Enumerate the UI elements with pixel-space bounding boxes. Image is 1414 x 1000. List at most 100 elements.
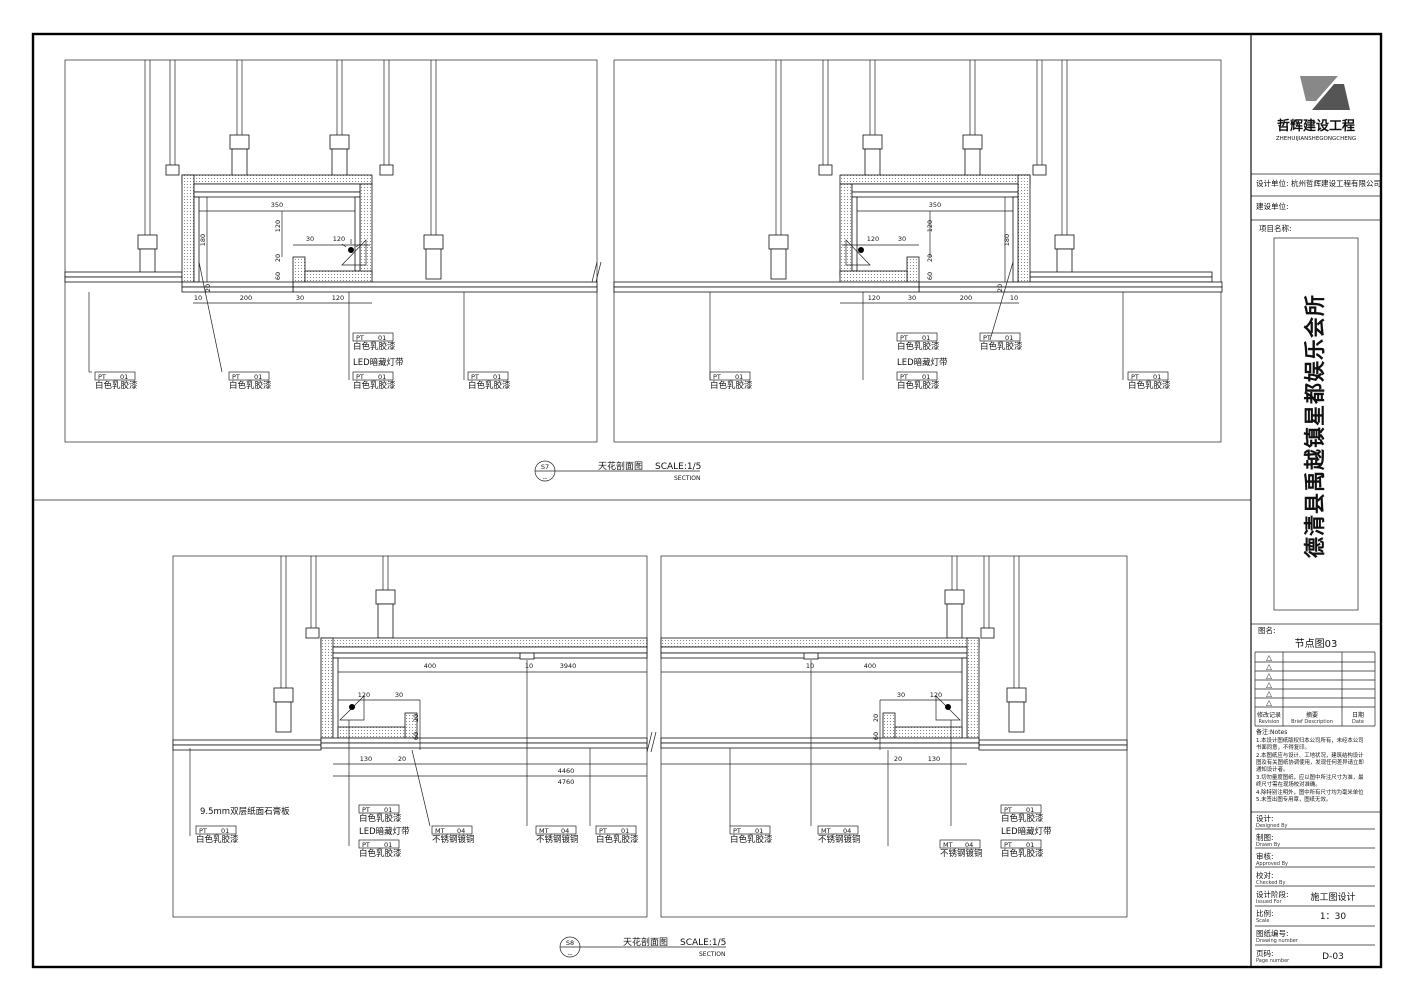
checked-by-label: 校对: (1256, 870, 1274, 880)
checked-by-label-en: Checked By (1256, 880, 1285, 886)
svg-text:白色乳胶漆: 白色乳胶漆 (229, 380, 272, 391)
revision-triangle: △ (1266, 653, 1272, 662)
drawing-number-label: 图纸编号: (1256, 928, 1289, 938)
svg-text:白色乳胶漆: 白色乳胶漆 (897, 341, 940, 352)
svg-text:PT: PT (1004, 806, 1012, 814)
svg-text:白色乳胶漆: 白色乳胶漆 (730, 834, 773, 845)
svg-text:白色乳胶漆: 白色乳胶漆 (980, 341, 1023, 352)
s8-right-detail: 400 10 120 30 20 60 130 20 (660, 555, 1128, 918)
notes-title: 备注:Notes (1256, 728, 1287, 736)
led-label: LED暗藏灯带 (359, 826, 410, 837)
svg-text:不锈钢镀铜: 不锈钢镀铜 (432, 834, 475, 845)
revision-triangle: △ (1266, 662, 1272, 671)
svg-text:04: 04 (965, 841, 973, 849)
s7-left-detail: 350 180 120 30 120 20 60 10 200 30 120 2… (64, 59, 598, 443)
svg-text:白色乳胶漆: 白色乳胶漆 (359, 813, 402, 824)
dim-120-r: 120 (930, 691, 942, 699)
dim-10-r: 10 (1010, 294, 1018, 302)
dim-30-r: 30 (897, 691, 905, 699)
dim-120-v: 120 (274, 220, 282, 232)
dim-350: 350 (271, 201, 283, 209)
dim-20-b: 20 (204, 284, 212, 292)
notes: 备注:Notes 1.本设计图纸版权归本公司所有，未经本公司 书面同意，不得复印… (1256, 728, 1364, 803)
issued-for-label-en: Issued For (1256, 899, 1282, 905)
svg-text:01: 01 (254, 373, 262, 381)
svg-text:白色乳胶漆: 白色乳胶漆 (468, 380, 511, 391)
scale-label-en: Scale (1256, 918, 1269, 924)
scale-value: 1：30 (1320, 912, 1346, 922)
svg-text:白色乳胶漆: 白色乳胶漆 (1001, 848, 1044, 859)
svg-text:01: 01 (1005, 334, 1013, 342)
svg-text:01: 01 (384, 806, 392, 814)
dim-30-b-r: 30 (908, 294, 916, 302)
svg-text:01: 01 (1026, 841, 1034, 849)
page-number-label-en: Page number (1256, 958, 1290, 964)
svg-text:PT: PT (232, 373, 240, 381)
svg-text:不锈钢镀铜: 不锈钢镀铜 (940, 848, 983, 859)
svg-text:PT: PT (713, 373, 721, 381)
note-line: 终尺寸需在现场校对准确。 (1256, 780, 1321, 788)
drawn-by-label-en: Drawn By (1256, 842, 1280, 848)
svg-text:01: 01 (1153, 373, 1161, 381)
svg-text:PT: PT (1131, 373, 1139, 381)
dim-4460: 4460 (558, 767, 575, 775)
drawing-number-label-en: Drawing number (1256, 938, 1299, 944)
svg-text:白色乳胶漆: 白色乳胶漆 (1128, 380, 1171, 391)
dim-20: 20 (274, 254, 282, 262)
dim-180: 180 (199, 234, 207, 246)
dim-60: 60 (274, 272, 282, 280)
break-symbol (591, 261, 602, 283)
dim-130-r: 130 (928, 755, 940, 763)
svg-text:MT: MT (539, 827, 549, 835)
dim-120: 120 (358, 691, 370, 699)
note-line: 图及有关图纸协调使用，发现任何差异请立即 (1256, 758, 1364, 766)
dim-60: 60 (412, 732, 420, 740)
dim-120-v-r: 120 (926, 220, 934, 232)
section-title: 天花剖面图 (598, 460, 643, 472)
section-scale: SCALE:1/5 (680, 938, 726, 948)
revision-triangle: △ (1266, 680, 1272, 689)
svg-text:PT: PT (599, 827, 607, 835)
dim-20-b-r: 20 (996, 284, 1004, 292)
dim-30-b: 30 (296, 294, 304, 302)
dim-10: 10 (525, 662, 533, 670)
section-title: 天花剖面图 (623, 936, 668, 948)
svg-text:白色乳胶漆: 白色乳胶漆 (196, 834, 239, 845)
svg-text:PT: PT (983, 334, 991, 342)
svg-text:01: 01 (1026, 806, 1034, 814)
dim-3940: 3940 (560, 662, 577, 670)
company-name-en: ZHEHUIJIANSHEGONGCHENG (1276, 136, 1356, 142)
svg-text:04: 04 (843, 827, 851, 835)
designed-by-label: 设计: (1256, 813, 1274, 823)
svg-text:01: 01 (922, 334, 930, 342)
svg-text:MT: MT (435, 827, 445, 835)
dim-30-r: 30 (898, 235, 906, 243)
dim-20-b: 20 (398, 755, 406, 763)
dim-130: 130 (360, 755, 372, 763)
drawn-by-label: 制图: (1256, 832, 1274, 842)
svg-text:01: 01 (120, 373, 128, 381)
svg-text:白色乳胶漆: 白色乳胶漆 (897, 380, 940, 391)
section-id: S8 (566, 939, 574, 947)
svg-text:PT: PT (900, 373, 908, 381)
gypsum-label: 9.5mm双层纸面石膏板 (200, 806, 290, 817)
dim-120-b-r: 120 (868, 294, 880, 302)
dim-10-r: 10 (806, 662, 814, 670)
approved-by-label-en: Approved By (1256, 861, 1288, 867)
led-label: LED暗藏灯带 (353, 357, 404, 368)
